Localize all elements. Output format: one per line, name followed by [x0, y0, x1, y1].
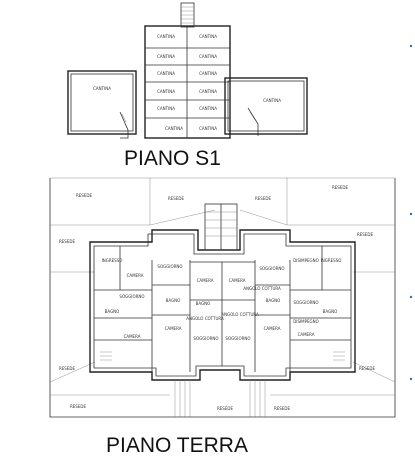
resede-top-center-right: RESEDE — [255, 196, 271, 201]
basement-cellar-6: CANTINA — [199, 71, 217, 76]
room-ingresso-1: INGRESSO — [102, 258, 123, 263]
basement-cellar-12: CANTINA — [199, 126, 217, 131]
room-soggiorno-6: SOGGIORNO — [225, 336, 250, 341]
resede-bottom-left: RESEDE — [70, 404, 86, 409]
room-bagno-4: BAGNO — [266, 298, 281, 303]
basement-cellar-11: CANTINA — [165, 126, 183, 131]
room-soggiorno-5: SOGGIORNO — [193, 336, 218, 341]
resede-top-center-left: RESEDE — [168, 196, 184, 201]
resede-bottom-center: RESEDE — [217, 406, 233, 411]
floor-label-terra: PIANO TERRA — [106, 434, 248, 457]
ground-plan: RESEDE RESEDE RESEDE RESEDE RESEDE RESED… — [49, 177, 396, 418]
room-camera-5: CAMERA — [264, 326, 281, 331]
basement-right-wing — [224, 77, 308, 135]
room-camera-4: CAMERA — [165, 326, 182, 331]
resede-low-left: RESEDE — [59, 366, 75, 371]
resede-top-right: RESEDE — [332, 185, 348, 190]
basement-cellar-8: CANTINA — [199, 89, 217, 94]
building-outline — [89, 229, 356, 381]
basement-cellar-1: CANTINA — [157, 34, 175, 39]
room-soggiorno-1: SOGGIORNO — [157, 264, 182, 269]
entrance-steps — [174, 380, 266, 417]
room-bagno-3: BAGNO — [196, 301, 211, 306]
room-angolo-cottura-1: ANGOLO COTTURA — [221, 312, 259, 317]
resede-mid-right: RESEDE — [357, 232, 373, 237]
room-camera-3: CAMERA — [229, 278, 246, 283]
basement-left-wing — [67, 70, 137, 135]
basement-cellar-10: CANTINA — [199, 106, 217, 111]
room-camera-1: CAMERA — [127, 273, 144, 278]
resede-mid-left: RESEDE — [59, 239, 75, 244]
basement-cellar-7: CANTINA — [157, 89, 175, 94]
resede-bottom-right: RESEDE — [274, 406, 290, 411]
basement-cellar-5: CANTINA — [157, 71, 175, 76]
basement-room-right: CANTINA — [263, 98, 281, 103]
site-boundary — [49, 178, 396, 418]
room-disimpegno-1: DISIMPEGNO — [293, 258, 319, 263]
room-soggiorno-3: SOGGIORNO — [119, 294, 144, 299]
basement-plan: CANTINA CANTINA CANTINA CANTINA CANTINA … — [67, 2, 308, 139]
room-camera-7: CAMERA — [298, 332, 315, 337]
room-soggiorno-4: SOGGIORNO — [293, 300, 318, 305]
basement-room-left: CANTINA — [93, 86, 111, 91]
room-angolo-cottura-2: ANGOLO COTTURA — [186, 316, 224, 321]
room-ingresso-2: INGRESSO — [321, 258, 342, 263]
room-soggiorno-2: SOGGIORNO — [259, 266, 284, 271]
section-markers — [409, 44, 413, 381]
room-bagno-2: BAGNO — [166, 298, 181, 303]
room-camera-6: CAMERA — [124, 334, 141, 339]
room-camera-2: CAMERA — [197, 278, 214, 283]
basement-cellar-3: CANTINA — [157, 54, 175, 59]
room-bagno-1: BAGNO — [105, 309, 120, 314]
resede-low-right: RESEDE — [359, 366, 375, 371]
room-angolo-cottura-3: ANGOLO COTTURA — [243, 286, 281, 291]
floor-label-s1: PIANO S1 — [124, 147, 221, 170]
basement-cellar-2: CANTINA — [199, 34, 217, 39]
basement-cellar-4: CANTINA — [199, 54, 217, 59]
resede-top-left: RESEDE — [76, 193, 92, 198]
room-disimpegno-2: DISIMPEGNO — [293, 319, 319, 324]
room-bagno-5: BAGNO — [323, 309, 338, 314]
basement-cellar-9: CANTINA — [157, 106, 175, 111]
